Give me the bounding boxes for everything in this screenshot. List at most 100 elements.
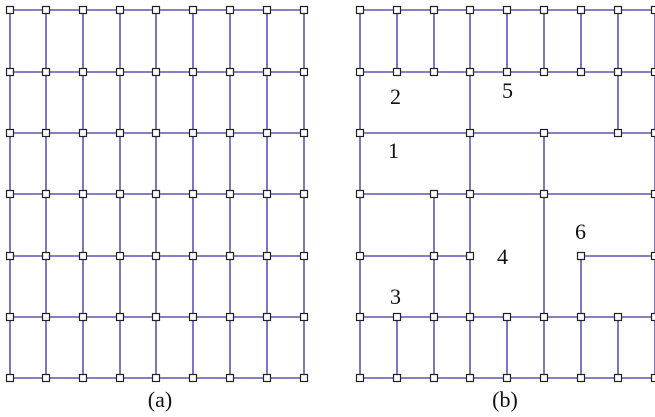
mesh-node xyxy=(262,251,272,261)
mesh-node xyxy=(576,5,586,15)
mesh-node xyxy=(355,5,365,15)
region-label-2: 2 xyxy=(390,84,401,109)
mesh-node xyxy=(576,251,586,261)
mesh-node xyxy=(502,67,512,77)
panel-a-uniform-mesh xyxy=(5,5,309,383)
mesh-node xyxy=(5,312,15,322)
mesh-node xyxy=(465,251,475,261)
mesh-node xyxy=(429,67,439,77)
mesh-node xyxy=(539,67,549,77)
mesh-node xyxy=(188,189,198,199)
mesh-node xyxy=(355,67,365,77)
region-label-6: 6 xyxy=(575,219,586,244)
mesh-node xyxy=(188,251,198,261)
mesh-node xyxy=(41,189,51,199)
mesh-node xyxy=(650,251,655,261)
mesh-node xyxy=(502,5,512,15)
mesh-node xyxy=(465,67,475,77)
panel-b-caption: (b) xyxy=(492,387,518,412)
mesh-node xyxy=(650,373,655,383)
mesh-node xyxy=(151,5,161,15)
mesh-node xyxy=(78,251,88,261)
mesh-node xyxy=(115,373,125,383)
mesh-node xyxy=(262,5,272,15)
region-label-5: 5 xyxy=(502,78,513,103)
mesh-node xyxy=(502,373,512,383)
mesh-node xyxy=(151,251,161,261)
mesh-node xyxy=(225,128,235,138)
mesh-node xyxy=(539,373,549,383)
mesh-node xyxy=(225,189,235,199)
mesh-node xyxy=(115,312,125,322)
mesh-node xyxy=(41,312,51,322)
mesh-node xyxy=(5,251,15,261)
mesh-node xyxy=(613,5,623,15)
mesh-node xyxy=(355,312,365,322)
mesh-node xyxy=(78,67,88,77)
mesh-node xyxy=(392,373,402,383)
mesh-node xyxy=(299,67,309,77)
mesh-node xyxy=(5,128,15,138)
mesh-node xyxy=(502,312,512,322)
mesh-node xyxy=(115,67,125,77)
mesh-node xyxy=(355,373,365,383)
mesh-node xyxy=(299,128,309,138)
mesh-node xyxy=(115,5,125,15)
mesh-node xyxy=(539,312,549,322)
mesh-node xyxy=(650,67,655,77)
mesh-node xyxy=(225,312,235,322)
mesh-node xyxy=(429,5,439,15)
mesh-node xyxy=(5,67,15,77)
mesh-node xyxy=(299,312,309,322)
mesh-node xyxy=(429,189,439,199)
mesh-node xyxy=(539,5,549,15)
mesh-node xyxy=(151,373,161,383)
mesh-node xyxy=(78,5,88,15)
mesh-node xyxy=(429,312,439,322)
mesh-node xyxy=(41,128,51,138)
mesh-node xyxy=(115,251,125,261)
mesh-node xyxy=(188,128,198,138)
mesh-node xyxy=(188,5,198,15)
mesh-node xyxy=(299,373,309,383)
mesh-node xyxy=(5,5,15,15)
mesh-node xyxy=(115,189,125,199)
mesh-node xyxy=(299,251,309,261)
mesh-node xyxy=(225,251,235,261)
mesh-node xyxy=(355,189,365,199)
mesh-node xyxy=(41,67,51,77)
mesh-node xyxy=(78,312,88,322)
mesh-node xyxy=(262,312,272,322)
mesh-node xyxy=(355,251,365,261)
panel-b-adaptive-mesh xyxy=(355,5,655,383)
mesh-node xyxy=(262,128,272,138)
mesh-node xyxy=(429,373,439,383)
region-label-4: 4 xyxy=(497,244,508,269)
mesh-node xyxy=(465,373,475,383)
mesh-node xyxy=(188,67,198,77)
mesh-node xyxy=(299,5,309,15)
mesh-node xyxy=(78,373,88,383)
mesh-node xyxy=(299,189,309,199)
mesh-node xyxy=(5,373,15,383)
mesh-node xyxy=(650,5,655,15)
region-label-1: 1 xyxy=(388,138,399,163)
mesh-node xyxy=(392,67,402,77)
mesh-node xyxy=(576,312,586,322)
mesh-node xyxy=(650,312,655,322)
mesh-node xyxy=(41,251,51,261)
mesh-node xyxy=(78,128,88,138)
mesh-node xyxy=(225,67,235,77)
mesh-node xyxy=(115,128,125,138)
mesh-node xyxy=(262,373,272,383)
mesh-node xyxy=(613,128,623,138)
mesh-node xyxy=(78,189,88,199)
mesh-node xyxy=(465,128,475,138)
mesh-node xyxy=(392,312,402,322)
mesh-node xyxy=(429,251,439,261)
mesh-node xyxy=(151,128,161,138)
mesh-node xyxy=(225,373,235,383)
region-label-3: 3 xyxy=(390,284,401,309)
mesh-node xyxy=(576,67,586,77)
